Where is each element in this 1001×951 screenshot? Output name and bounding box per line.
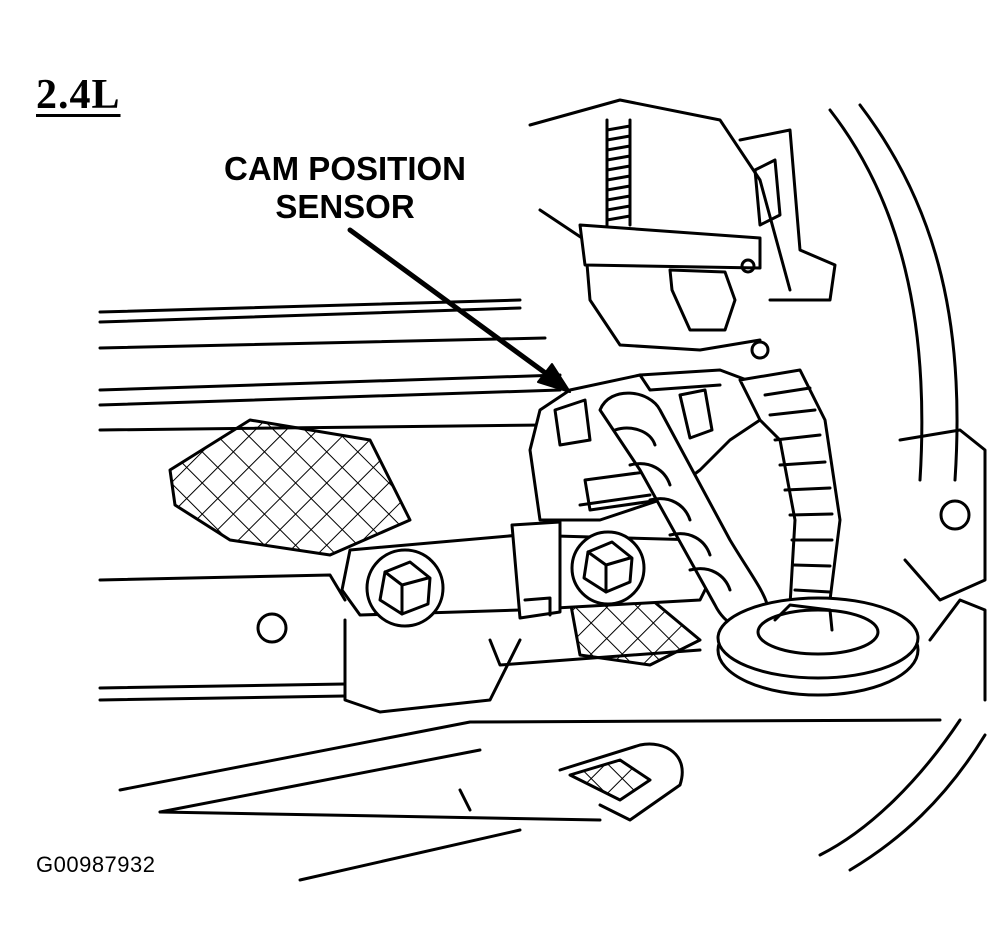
left-bolt — [367, 550, 443, 626]
fender-curves — [820, 105, 985, 870]
lower-bracket — [460, 744, 682, 820]
right-bolt — [572, 532, 644, 604]
callout-line-1: CAM POSITION — [223, 150, 466, 187]
harness-loom — [740, 370, 840, 605]
grommet — [718, 598, 918, 695]
upper-bracket — [530, 100, 835, 358]
engine-label: 2.4L — [36, 72, 121, 118]
callout-label: CAM POSITION SENSOR — [190, 150, 500, 226]
wire-clip — [512, 522, 560, 618]
figure-id: G00987932 — [36, 852, 156, 877]
mount-hole — [258, 614, 286, 642]
leader-arrow — [350, 230, 570, 392]
right-casting — [900, 430, 985, 700]
threaded-stud — [607, 120, 630, 225]
engine-rails — [100, 300, 940, 880]
callout-line-2: SENSOR — [275, 188, 415, 225]
